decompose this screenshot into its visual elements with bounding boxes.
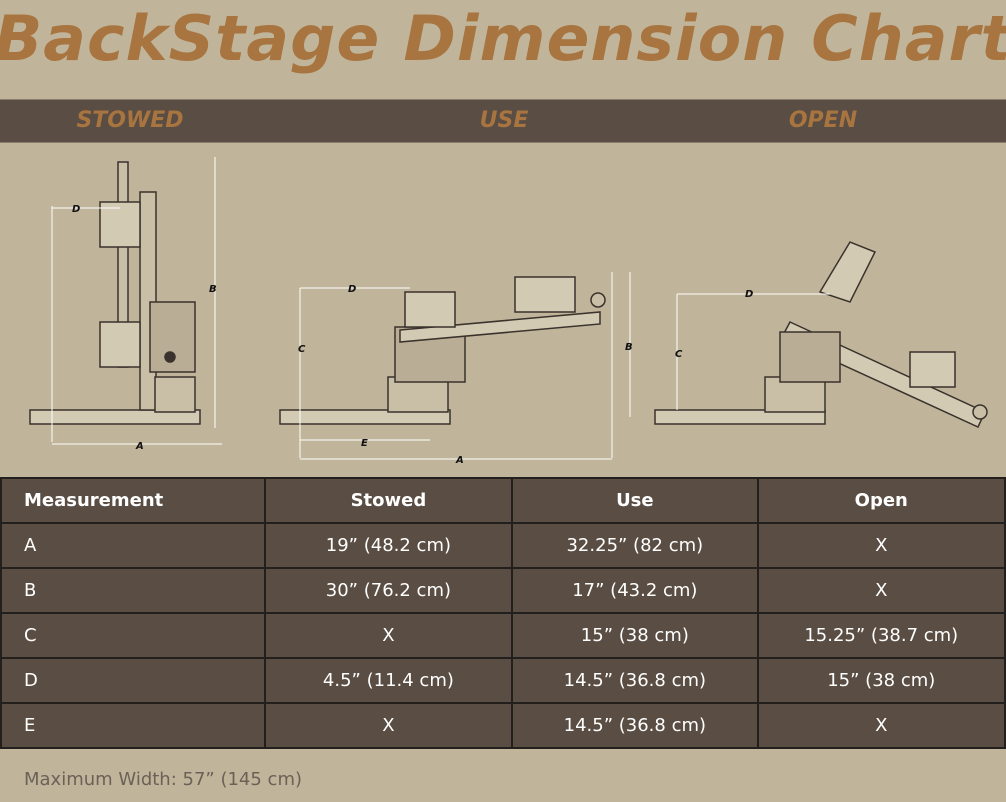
use-rack-illustration <box>279 276 606 425</box>
rack-diagrams: A B D A B C D E C D <box>29 157 988 466</box>
table-header-row: Measurement Stowed Use Open <box>0 477 1006 524</box>
cell: 17” (43.2 cm) <box>511 567 759 614</box>
dim-label-d-open: D <box>745 289 753 300</box>
header-measurement: Measurement <box>0 477 266 524</box>
stowed-rack-illustration <box>29 161 201 425</box>
header-stowed: Stowed <box>263 477 514 524</box>
cell: X <box>756 702 1006 749</box>
cell: A <box>0 522 266 569</box>
section-stowed: STOWED <box>76 108 184 133</box>
section-header-bar: STOWED USE OPEN <box>0 99 1006 143</box>
dim-label-e-use: E <box>361 438 368 449</box>
dim-label-b: B <box>209 284 217 295</box>
dim-label-d-use: D <box>348 284 356 295</box>
cell: 15.25” (38.7 cm) <box>756 612 1006 659</box>
cell: B <box>0 567 266 614</box>
open-rack-illustration <box>654 241 988 428</box>
cell: 14.5” (36.8 cm) <box>511 702 759 749</box>
cell: 14.5” (36.8 cm) <box>511 657 759 704</box>
dim-label-d: D <box>72 204 80 215</box>
cell: X <box>756 522 1006 569</box>
cell: E <box>0 702 266 749</box>
header-open: Open <box>756 477 1006 524</box>
page-title: BackStage Dimension Chart <box>0 2 1006 75</box>
dim-label-a: A <box>135 441 144 452</box>
max-width-note: Maximum Width: 57” (145 cm) <box>24 769 302 790</box>
cell: 4.5” (11.4 cm) <box>263 657 514 704</box>
dim-label-b-use: B <box>625 342 633 353</box>
cell: X <box>756 567 1006 614</box>
dim-label-c-use: C <box>298 344 306 355</box>
cell: 30” (76.2 cm) <box>263 567 514 614</box>
cell: 15” (38 cm) <box>756 657 1006 704</box>
cell: D <box>0 657 266 704</box>
section-use: USE <box>479 108 529 133</box>
header-use: Use <box>511 477 759 524</box>
cell: C <box>0 612 266 659</box>
cell: X <box>263 612 514 659</box>
dim-label-c-open: C <box>675 349 683 360</box>
cell: 19” (48.2 cm) <box>263 522 514 569</box>
section-open: OPEN <box>788 108 858 133</box>
dim-label-a-use: A <box>455 455 464 466</box>
cell: X <box>263 702 514 749</box>
cell: 32.25” (82 cm) <box>511 522 759 569</box>
cell: 15” (38 cm) <box>511 612 759 659</box>
